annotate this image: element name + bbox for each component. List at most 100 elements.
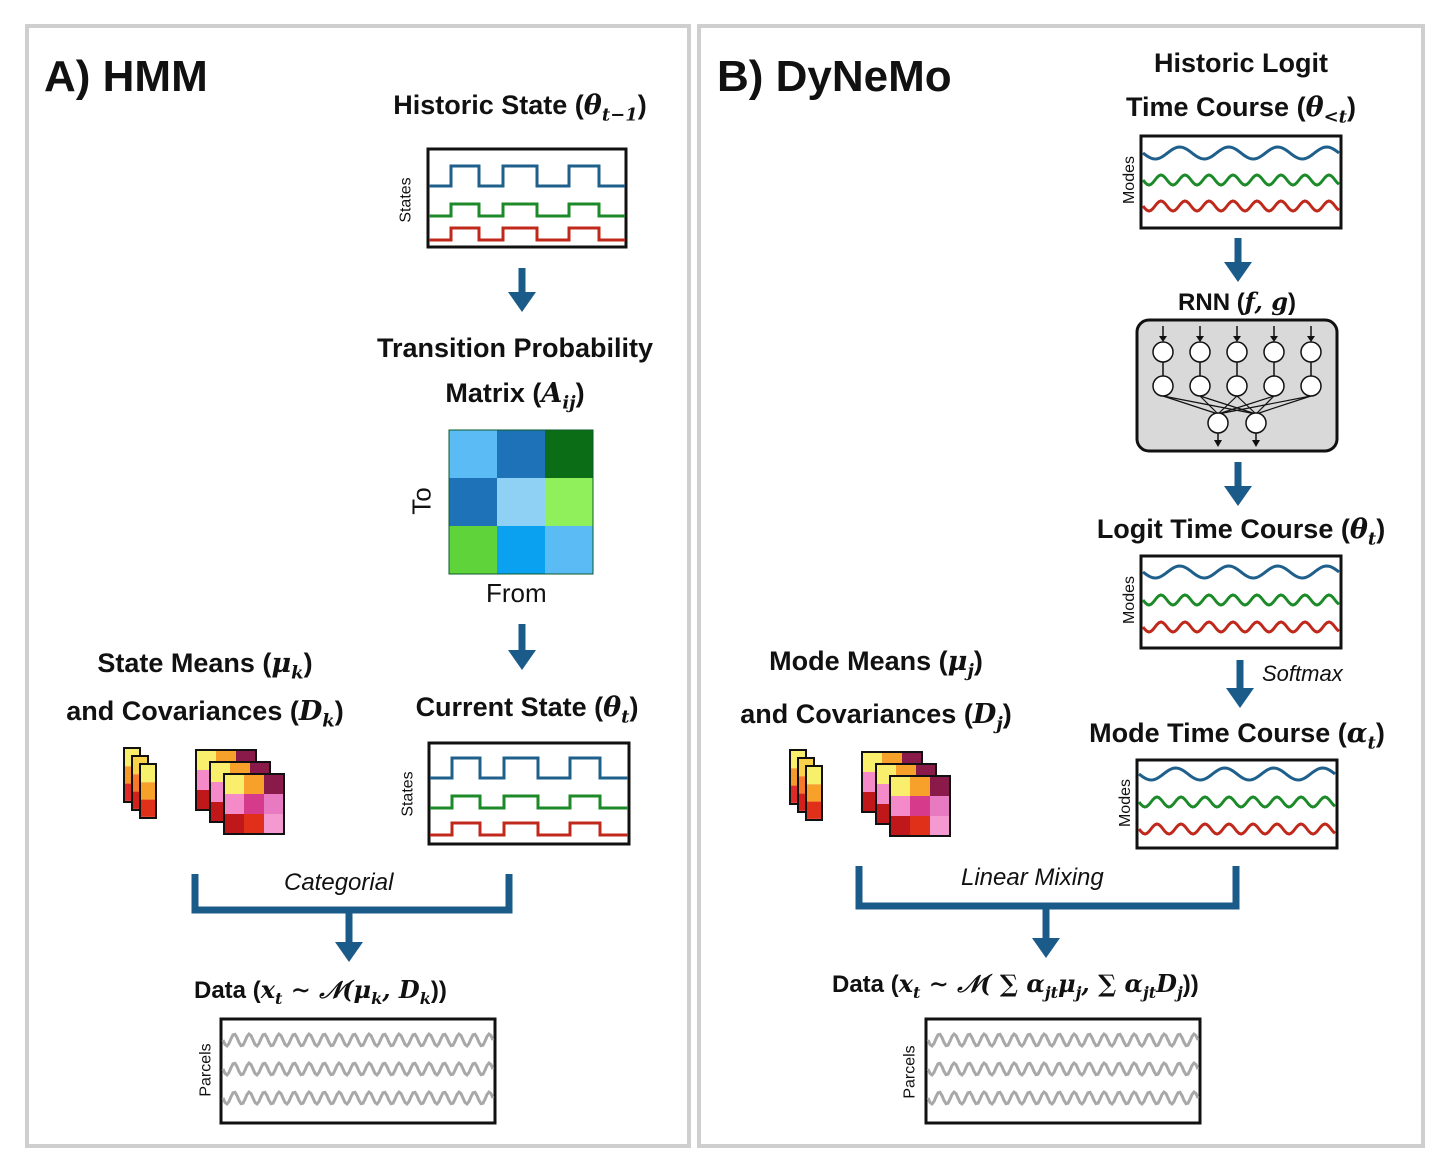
historic-state-blue bbox=[429, 164, 625, 188]
hmm-arrow-3-head bbox=[335, 942, 363, 962]
historic-state-green bbox=[429, 202, 625, 218]
rnn-node-out-1 bbox=[1245, 412, 1267, 434]
transition-label-line2: Matrix (Aij) bbox=[445, 378, 585, 414]
linear-mixing-label: Linear Mixing bbox=[961, 864, 1104, 891]
matrix-cell-1-1 bbox=[497, 478, 545, 526]
dynemo-cov-cell-2-0-0 bbox=[890, 776, 910, 796]
hmm-mean-frame-2 bbox=[139, 763, 157, 819]
dynemo-cov-cell-2-2-0 bbox=[890, 816, 910, 836]
rnn-edge-1-0 bbox=[1199, 395, 1219, 415]
dynemo-data-plot bbox=[924, 1017, 1202, 1125]
dynemo-mean-cell-2-1 bbox=[807, 784, 821, 802]
rnn-node-mid-2 bbox=[1226, 375, 1248, 397]
matrix-cell-0-0 bbox=[449, 430, 497, 478]
dynemo-parcel-2 bbox=[926, 1060, 1200, 1078]
matrix-cell-2-0 bbox=[449, 526, 497, 574]
rnn-node-top-1 bbox=[1189, 341, 1211, 363]
dynemo-cov-cell-2-2-1 bbox=[910, 816, 930, 836]
dynemo-arrow-2-head bbox=[1224, 486, 1252, 506]
hmm-cov-cell-2-2-2 bbox=[264, 814, 284, 834]
panel-dynemo-title: B) DyNeMo bbox=[717, 52, 952, 101]
rnn-node-mid-3 bbox=[1263, 375, 1285, 397]
historic-logit-blue bbox=[1142, 145, 1340, 161]
logit-blue bbox=[1142, 564, 1340, 580]
dynemo-mean-cell-2-0 bbox=[807, 767, 821, 785]
state-means-line1: State Means (μk) bbox=[97, 648, 313, 684]
from-axis-label: From bbox=[486, 578, 547, 608]
hmm-cov-cell-2-2-1 bbox=[244, 814, 264, 834]
mode-time-course-plot bbox=[1135, 758, 1339, 850]
logit-time-course-plot bbox=[1139, 554, 1343, 650]
rnn-in-arrow-4 bbox=[1307, 336, 1315, 342]
hmm-cov-cell-2-1-1 bbox=[244, 794, 264, 814]
dynemo-arrow-4-head bbox=[1032, 938, 1060, 958]
hmm-cov-cell-2-0-2 bbox=[264, 774, 284, 794]
dynemo-cov-cell-2-1-1 bbox=[910, 796, 930, 816]
panel-hmm bbox=[25, 24, 691, 1148]
hmm-mean-cell-2-2 bbox=[141, 799, 155, 817]
current-state-red bbox=[430, 821, 628, 837]
hmm-mean-cell-2-0 bbox=[141, 765, 155, 783]
logit-red bbox=[1141, 620, 1341, 634]
hmm-data-label: Data (xt ∼ 𝒩(μk, Dk)) bbox=[194, 975, 447, 1008]
rnn-edge-4-1 bbox=[1255, 395, 1312, 415]
hmm-parcel-2 bbox=[221, 1060, 495, 1078]
historic-logit-line2: Time Course (θ<t) bbox=[1126, 92, 1356, 128]
historic-state-red bbox=[429, 226, 625, 242]
dynemo-mean-frame-2 bbox=[805, 765, 823, 821]
rnn-node-top-0 bbox=[1152, 341, 1174, 363]
matrix-cell-0-1 bbox=[497, 430, 545, 478]
mode-time-course-label: Mode Time Course (αt) bbox=[1089, 718, 1385, 754]
rnn-node-top-4 bbox=[1300, 341, 1322, 363]
softmax-label: Softmax bbox=[1262, 661, 1343, 686]
panel-hmm-title: A) HMM bbox=[44, 52, 208, 101]
rnn-in-arrow-1 bbox=[1196, 336, 1204, 342]
dynemo-data-label: Data (xt ∼ 𝒩( ∑ αjtμj, ∑ αjtDj)) bbox=[832, 969, 1199, 1002]
historic-logit-green bbox=[1141, 173, 1341, 187]
dynemo-cov-cell-2-1-2 bbox=[930, 796, 950, 816]
rnn-out-arrow-0 bbox=[1214, 440, 1222, 447]
transition-label-line1: Transition Probability bbox=[376, 333, 654, 363]
rnn-node-top-3 bbox=[1263, 341, 1285, 363]
linear-mixing-bracket bbox=[855, 866, 1240, 910]
mode-green bbox=[1137, 795, 1337, 809]
hmm-data-plot bbox=[219, 1017, 497, 1125]
hmm-cov-cell-2-0-1 bbox=[244, 774, 264, 794]
dynemo-arrow-3-head bbox=[1226, 688, 1254, 708]
matrix-border bbox=[448, 429, 594, 575]
rnn-edge-2-0 bbox=[1217, 395, 1238, 415]
current-state-plot bbox=[427, 741, 631, 846]
mode-red bbox=[1137, 822, 1337, 836]
dynemo-parcel-3 bbox=[926, 1089, 1200, 1107]
matrix-cell-1-2 bbox=[545, 478, 593, 526]
hmm-parcel-1 bbox=[221, 1031, 495, 1049]
rnn-node-mid-0 bbox=[1152, 375, 1174, 397]
current-state-label: Current State (θt) bbox=[415, 692, 639, 728]
dynemo-cov-cell-2-2-2 bbox=[930, 816, 950, 836]
hmm-cov-cell-2-2-0 bbox=[224, 814, 244, 834]
historic-logit-red bbox=[1141, 199, 1341, 213]
mode-blue bbox=[1138, 766, 1336, 782]
rnn-label: RNN (f, g) bbox=[1178, 287, 1296, 316]
rnn-in-arrow-3 bbox=[1270, 336, 1278, 342]
matrix-cell-1-0 bbox=[449, 478, 497, 526]
dynemo-cov-frame-2 bbox=[889, 775, 951, 837]
rnn-node-mid-4 bbox=[1300, 375, 1322, 397]
panel-dynemo bbox=[697, 24, 1425, 1148]
dynemo-cov-cell-2-0-2 bbox=[930, 776, 950, 796]
matrix-cell-0-2 bbox=[545, 430, 593, 478]
rnn-node-top-2 bbox=[1226, 341, 1248, 363]
matrix-cell-2-1 bbox=[497, 526, 545, 574]
rnn-edge-0-0 bbox=[1162, 395, 1219, 415]
historic-state-plot bbox=[426, 147, 628, 249]
current-state-green bbox=[430, 794, 628, 810]
hmm-cov-cell-2-0-0 bbox=[224, 774, 244, 794]
mode-means-line1: Mode Means (μj) bbox=[769, 646, 983, 682]
hmm-arrow-2-head bbox=[508, 650, 536, 670]
historic-logit-plot bbox=[1139, 134, 1343, 230]
matrix-cell-2-2 bbox=[545, 526, 593, 574]
dynemo-cov-cell-2-1-0 bbox=[890, 796, 910, 816]
hmm-cov-frame-2 bbox=[223, 773, 285, 835]
